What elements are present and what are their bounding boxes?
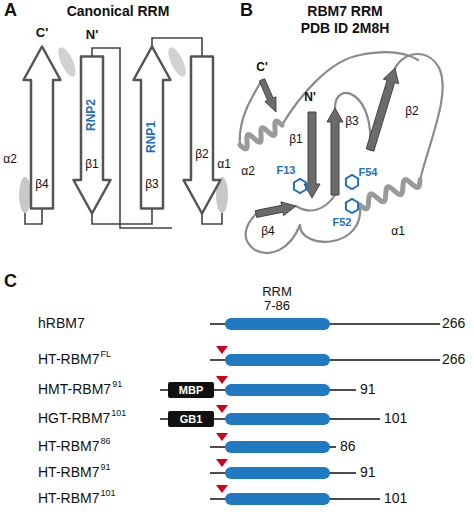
- residue-count: 101: [384, 411, 407, 426]
- residue-label: F13: [277, 164, 296, 176]
- rrm-bar: [225, 441, 330, 453]
- residue-count: 266: [442, 352, 465, 367]
- construct-name: HGT-RBM7: [38, 411, 110, 426]
- construct-superscript: 101: [111, 409, 126, 419]
- helix-ellipse: [19, 177, 31, 213]
- panel-title: PDB ID 2M8H: [301, 21, 390, 36]
- strand-outline: [182, 55, 222, 215]
- beta-strand-arrow: β2: [182, 55, 222, 215]
- terminus-label: N': [304, 91, 316, 104]
- rrm-bar: [225, 318, 330, 330]
- strand-arrow-shape: [184, 57, 221, 214]
- panel-letter: B: [240, 1, 253, 21]
- panel-letter: A: [4, 1, 17, 21]
- tag-label: MBP: [179, 384, 203, 396]
- strand-label: β3: [145, 178, 159, 191]
- construct-name: hRBM7: [38, 316, 85, 331]
- beta-strand-arrow: RNP1 β3: [132, 45, 172, 210]
- tag-box: GB1: [168, 411, 214, 427]
- beta-strand-arrow: β4: [22, 45, 62, 210]
- construct-name: HT-RBM7: [38, 352, 99, 367]
- rrm-bar: [225, 493, 330, 505]
- cleavage-triangle: [216, 433, 228, 441]
- rnp-motif-label: RNP1: [145, 121, 158, 153]
- construct-superscript: FL: [100, 350, 111, 360]
- residue-count: 91: [360, 382, 376, 397]
- cleavage-triangle: [216, 485, 228, 493]
- helix-label: α2: [241, 165, 255, 178]
- cleavage-sites: [216, 346, 228, 493]
- ribbon-loops: [240, 52, 443, 253]
- construct-lines: [160, 324, 440, 499]
- terminus-label: N': [86, 28, 98, 42]
- cleavage-triangle: [216, 346, 228, 354]
- strand-label: β2: [195, 148, 209, 161]
- domain-label: RRM 7-86: [257, 285, 297, 314]
- residue-count: 266: [442, 316, 465, 331]
- ribbon-loop: [246, 214, 300, 253]
- ribbon-loop: [395, 54, 443, 180]
- construct-superscript: 101: [100, 489, 115, 499]
- strand-arrow-shape: [134, 47, 171, 209]
- panel-title: Canonical RRM: [67, 4, 170, 19]
- residue-count: 91: [360, 465, 376, 480]
- terminus-label: C': [256, 61, 268, 74]
- rrm-bar: [225, 467, 330, 479]
- loop-lines: [25, 38, 222, 228]
- construct-name: HMT-RBM7: [38, 382, 111, 397]
- construct-name: HT-RBM7: [38, 439, 99, 454]
- strand-label: β4: [35, 178, 49, 191]
- tag-label: GB1: [180, 413, 203, 425]
- rrm-bar: [225, 413, 330, 425]
- strand-label: β1: [289, 133, 303, 146]
- rnp-motif-label: RNP2: [85, 99, 98, 131]
- residue-count: 101: [384, 491, 407, 506]
- strand-outline: [72, 55, 112, 215]
- residue-count: 86: [340, 439, 356, 454]
- panel-title: RBM7 RRM: [307, 4, 382, 19]
- strand-arrow-shape: [74, 57, 111, 214]
- rrm-bar: [225, 354, 330, 366]
- beta-strand: [255, 202, 296, 218]
- construct-superscript: 86: [100, 437, 110, 447]
- loop-line: [202, 213, 222, 224]
- construct-name: HT-RBM7: [38, 491, 99, 506]
- loop-line: [152, 38, 202, 57]
- alpha-helix: [240, 121, 282, 149]
- cleavage-triangle: [216, 405, 228, 413]
- beta-strand: [327, 108, 343, 195]
- residue-label: F54: [359, 166, 378, 178]
- strand-label: β3: [345, 115, 359, 128]
- construct-superscript: 91: [100, 463, 110, 473]
- strand-label: β4: [261, 225, 275, 238]
- panel-letter: C: [4, 272, 17, 292]
- phenyl-ring: [346, 199, 358, 213]
- helix-label: α1: [217, 158, 231, 171]
- alpha-helix: [360, 180, 420, 209]
- cleavage-triangle: [216, 376, 228, 384]
- beta-strand: [366, 68, 398, 151]
- rrm-domains: [225, 318, 330, 505]
- beta-strand-arrow: RNP2 β1: [72, 55, 112, 215]
- strand-label: β2: [405, 105, 419, 118]
- terminus-label: C': [36, 26, 48, 40]
- cleavage-triangle: [216, 459, 228, 467]
- strand-label: β1: [85, 158, 99, 171]
- phenyl-ring: [346, 175, 358, 189]
- loop-line: [92, 208, 152, 224]
- construct-name: HT-RBM7: [38, 465, 99, 480]
- construct-superscript: 91: [112, 380, 122, 390]
- residue-label: F52: [333, 216, 352, 228]
- helix-label: α1: [391, 225, 405, 238]
- loop-line: [25, 208, 42, 224]
- rrm-bar: [225, 384, 330, 396]
- ribbon-loop: [296, 195, 335, 210]
- beta-strand: [259, 79, 276, 112]
- helix-label: α2: [3, 153, 17, 166]
- tag-box: MBP: [168, 382, 214, 398]
- strand-arrow-shape: [24, 47, 61, 209]
- phenyl-ring: [294, 179, 306, 193]
